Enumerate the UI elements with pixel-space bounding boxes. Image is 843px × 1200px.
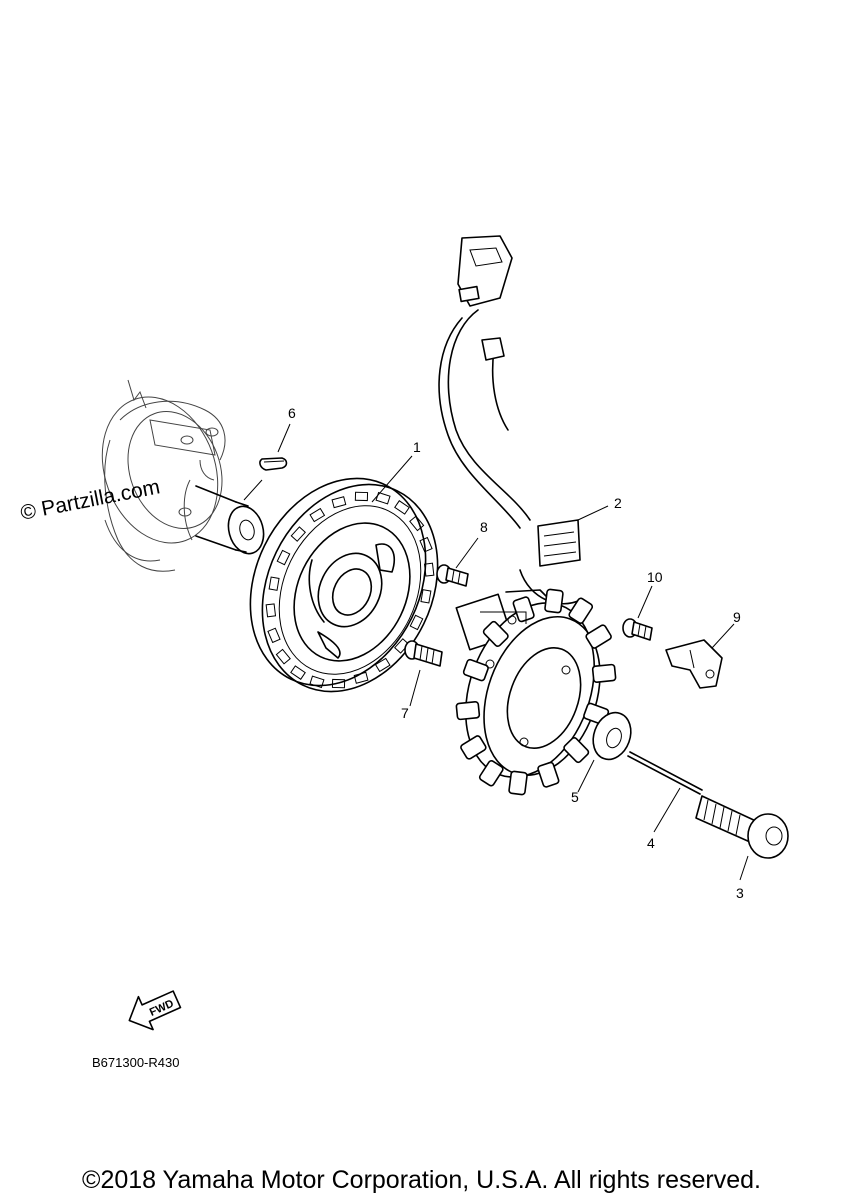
stator-pole bbox=[482, 620, 509, 647]
callout-5: 5 bbox=[571, 789, 579, 805]
diagram-code: B671300-R430 bbox=[92, 1055, 179, 1070]
rotor-drawing bbox=[249, 477, 439, 693]
rotor-slot bbox=[420, 589, 432, 604]
callout-1: 1 bbox=[413, 439, 421, 455]
rotor-slot bbox=[354, 491, 369, 502]
rotor-slot bbox=[374, 657, 391, 673]
rotor-slot bbox=[394, 500, 410, 515]
stator-pole bbox=[563, 737, 590, 764]
bolt-10-drawing bbox=[622, 618, 653, 641]
stator-poles bbox=[455, 588, 617, 796]
stator-drawing bbox=[438, 235, 617, 796]
rotor-slot bbox=[423, 562, 435, 577]
stator-pole bbox=[460, 735, 487, 760]
copyright-notice: ©2018 Yamaha Motor Corporation, U.S.A. A… bbox=[82, 1166, 761, 1194]
bolt-7-drawing bbox=[404, 640, 443, 667]
rotor-slot bbox=[268, 576, 280, 591]
bolt-drawing bbox=[627, 751, 789, 859]
rotor-slot bbox=[290, 526, 306, 542]
rotor-slot bbox=[331, 678, 346, 689]
clamp-drawing bbox=[665, 639, 723, 689]
rotor-slot bbox=[265, 603, 277, 618]
callout-7: 7 bbox=[401, 705, 409, 721]
callout-3: 3 bbox=[736, 885, 744, 901]
rotor-slot bbox=[267, 627, 281, 644]
rotor-slot bbox=[309, 675, 325, 689]
callout-9: 9 bbox=[733, 609, 741, 625]
stator-pole bbox=[455, 701, 481, 721]
rotor-slot bbox=[309, 507, 326, 523]
stator-pole bbox=[462, 658, 489, 682]
stator-pole bbox=[508, 770, 528, 796]
stator-pole bbox=[537, 761, 560, 788]
rotor-magnet-slots bbox=[265, 491, 435, 689]
partzilla-watermark: © Partzilla.com bbox=[19, 475, 162, 525]
rotor-slot bbox=[276, 549, 291, 566]
rotor-slot bbox=[290, 665, 306, 680]
callouts: 1 2 3 4 5 6 7 8 9 10 bbox=[288, 405, 744, 901]
callout-2: 2 bbox=[614, 495, 622, 511]
woodruff-key-drawing bbox=[259, 457, 288, 471]
callout-10: 10 bbox=[647, 569, 663, 585]
rotor-slot bbox=[409, 515, 425, 532]
rotor-slot bbox=[409, 614, 424, 631]
callout-6: 6 bbox=[288, 405, 296, 421]
callout-4: 4 bbox=[647, 835, 655, 851]
crankshaft-drawing bbox=[101, 379, 265, 572]
leader-lines bbox=[243, 423, 749, 881]
stator-pole bbox=[544, 588, 564, 614]
callout-8: 8 bbox=[480, 519, 488, 535]
washer-drawing bbox=[592, 711, 632, 761]
rotor-slot bbox=[331, 496, 347, 509]
rotor-slot bbox=[419, 536, 433, 553]
stator-pole bbox=[591, 663, 617, 683]
rotor-slot bbox=[275, 648, 291, 665]
stator-pole bbox=[568, 597, 594, 624]
bolt-8-drawing bbox=[436, 564, 469, 587]
stator-pole bbox=[478, 760, 504, 787]
stator-pole bbox=[585, 624, 612, 649]
fwd-arrow-icon: FWD bbox=[128, 990, 182, 1031]
rotor-slot bbox=[353, 671, 369, 684]
